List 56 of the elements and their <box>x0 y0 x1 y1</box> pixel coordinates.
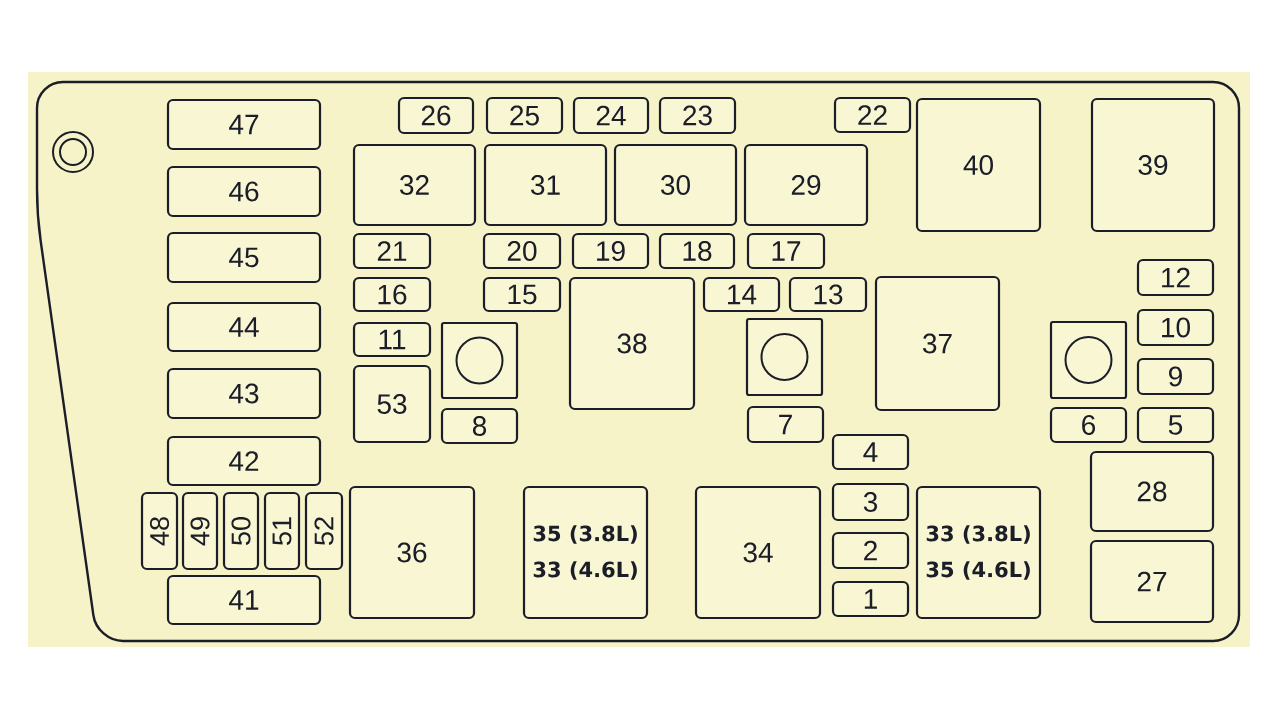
fuse-slot: 1 <box>831 580 910 618</box>
fuse-slot: 4 <box>831 433 910 471</box>
fuse-slot: 51 <box>263 491 301 571</box>
fuse-slot: 44 <box>166 301 322 353</box>
relay-slot: 29 <box>743 143 869 227</box>
relay-slot: 30 <box>613 143 738 227</box>
relay-slot: 35 (3.8L) 33 (4.6L) <box>522 485 649 620</box>
fuse-slot: 15 <box>482 276 562 313</box>
fuse-slot: 5 <box>1136 406 1215 444</box>
relay-slot: 32 <box>352 143 477 227</box>
fuse-slot: 22 <box>833 96 912 134</box>
fuse-slot: 8 <box>440 407 519 445</box>
relay-slot: 53 <box>352 364 432 444</box>
relay-slot: 40 <box>915 97 1042 233</box>
relay-slot: 37 <box>874 275 1001 412</box>
fuse-slot: 43 <box>166 367 322 420</box>
stud-socket <box>1049 320 1128 400</box>
fuse-slot: 42 <box>166 435 322 487</box>
relay-slot: 31 <box>483 143 608 227</box>
relay-slot: 34 <box>694 485 822 620</box>
fuse-slot: 16 <box>352 276 432 313</box>
relay-slot: 33 (3.8L) 35 (4.6L) <box>915 485 1042 620</box>
fuse-slot: 21 <box>352 232 432 270</box>
fuse-slot: 6 <box>1049 406 1128 444</box>
fuse-slot: 14 <box>702 276 781 313</box>
relay-slot: 39 <box>1090 97 1216 233</box>
fuse-slot: 19 <box>571 232 650 270</box>
fuse-slot: 12 <box>1136 258 1215 297</box>
fuse-slot: 49 <box>181 491 219 571</box>
fuse-slot: 41 <box>166 574 322 626</box>
fuse-slot: 9 <box>1136 357 1215 396</box>
fuse-slot: 2 <box>831 531 910 570</box>
fuse-slot: 10 <box>1136 308 1215 347</box>
fuse-slot: 25 <box>485 96 564 135</box>
fuse-slot: 18 <box>658 232 736 270</box>
relay-slot: 36 <box>348 485 476 620</box>
fuse-slot: 24 <box>572 96 650 135</box>
fuse-slot: 3 <box>831 482 910 522</box>
fuse-slot: 48 <box>140 491 179 571</box>
fuse-slot: 11 <box>352 321 432 358</box>
fuse-slot: 45 <box>166 231 322 284</box>
fuse-slot: 26 <box>397 96 475 135</box>
relay-slot: 38 <box>568 276 696 411</box>
fuse-slot: 20 <box>482 232 562 270</box>
fuse-slot: 23 <box>658 96 737 135</box>
fuse-slot: 52 <box>304 491 344 571</box>
fuse-slot: 46 <box>166 165 322 218</box>
stud-socket <box>440 321 519 400</box>
fuse-slot: 17 <box>746 232 826 270</box>
relay-slot: 27 <box>1089 539 1215 624</box>
relay-slot: 28 <box>1089 450 1215 533</box>
fuse-slot: 13 <box>788 276 868 313</box>
stud-socket <box>745 317 824 397</box>
fuse-slot: 50 <box>222 491 260 571</box>
fuse-slot: 47 <box>166 98 322 151</box>
fuse-slot: 7 <box>746 405 825 444</box>
